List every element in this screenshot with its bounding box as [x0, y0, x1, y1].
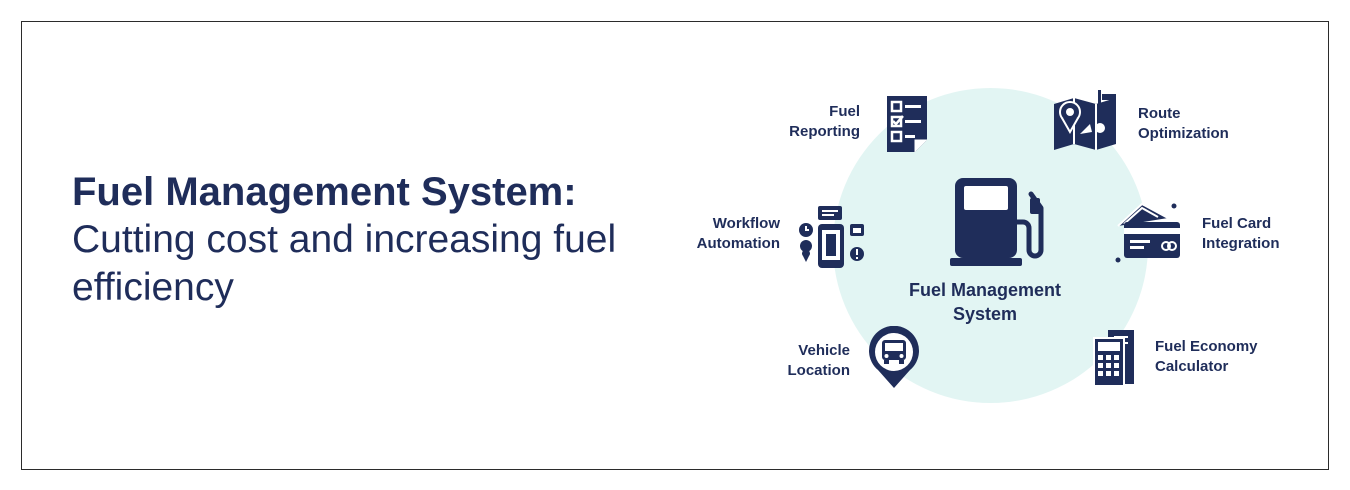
- node-label-vehicle-location: Vehicle Location: [787, 342, 851, 379]
- credit-card-icon: [1112, 200, 1182, 264]
- node-label-fuel-economy-calculator: Fuel Economy Calculator: [1155, 338, 1258, 375]
- banner-frame: [21, 21, 1329, 470]
- headline: Fuel Management System: Cutting cost and…: [72, 168, 672, 312]
- headline-title: Fuel Management System:: [72, 170, 577, 214]
- vehicle-location-pin-icon: [867, 326, 921, 390]
- node-label-fuel-reporting: Fuel Reporting: [789, 103, 860, 140]
- node-label-route-optimization: Route Optimization: [1138, 105, 1229, 142]
- node-label-fuel-card-integration: Fuel Card Integration: [1202, 215, 1280, 252]
- calculator-icon: [1092, 328, 1138, 388]
- headline-subtitle: Cutting cost and increasing fuel efficie…: [72, 218, 617, 309]
- center-label: Fuel Management System: [908, 280, 1062, 324]
- fuel-pump-icon: [950, 174, 1045, 269]
- checklist-document-icon: [885, 95, 931, 153]
- workflow-phone-icon: [798, 204, 866, 272]
- map-route-icon: [1052, 88, 1120, 150]
- node-label-workflow-automation: Workflow Automation: [696, 215, 780, 252]
